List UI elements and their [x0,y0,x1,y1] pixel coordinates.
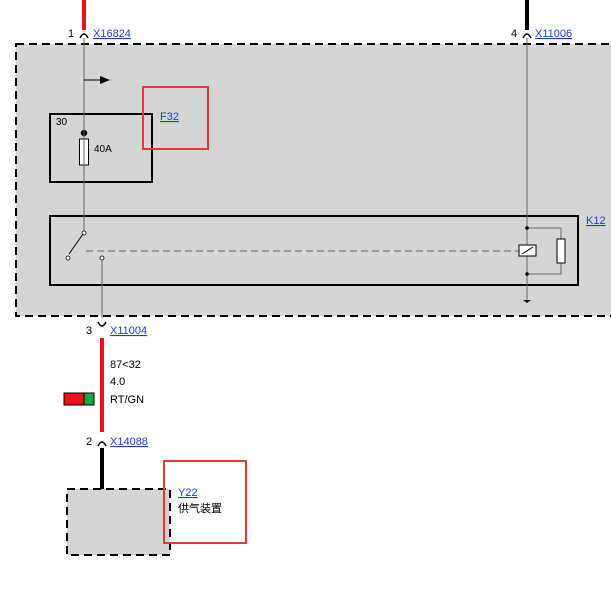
wire-color-swatch-green [83,392,95,406]
device-link[interactable]: Y22 [178,487,198,499]
connector-pin-bottom: 2 [86,436,92,448]
relay-resistor [556,238,566,264]
relay-coil-slash [521,246,534,255]
connector-pin-top-left: 1 [68,28,74,40]
switch-contact-bottom [65,255,71,261]
connector-symbol-bottom [97,441,107,447]
wire-color-swatch-red [63,392,85,406]
switch-contact-out [99,255,105,261]
connector-pin-mid: 3 [86,325,92,337]
highlight-box-device [163,460,247,544]
ground-marker-icon [523,300,531,303]
junction-dot-lower [525,272,529,276]
wire-circuit: 87<32 [110,359,141,371]
connector-symbol-mid [97,321,107,327]
highlight-box-fuse [142,86,209,150]
flow-arrow-icon [100,76,110,84]
connector-link-top-left[interactable]: X16824 [93,28,131,40]
relay-box [49,215,579,286]
module-housing [15,43,611,317]
relay-link[interactable]: K12 [586,215,606,227]
wire-color-code: RT/GN [110,394,144,406]
device-box [66,488,171,556]
junction-dot-upper [525,226,529,230]
connector-symbol-top-left [79,33,89,39]
connector-link-mid[interactable]: X11004 [110,325,147,337]
connector-pin-top-right: 4 [511,28,517,40]
connector-link-top-right[interactable]: X11006 [535,28,572,40]
wire-gauge: 4.0 [110,376,125,388]
device-name: 供气装置 [178,501,222,515]
fuse-link[interactable]: F32 [160,111,179,123]
fuse-rating: 40A [94,144,112,155]
fuse-terminal-label: 30 [56,117,68,128]
connector-link-bottom[interactable]: X14088 [110,436,148,448]
connector-symbol-top-right [522,33,532,39]
switch-blade [68,233,84,255]
